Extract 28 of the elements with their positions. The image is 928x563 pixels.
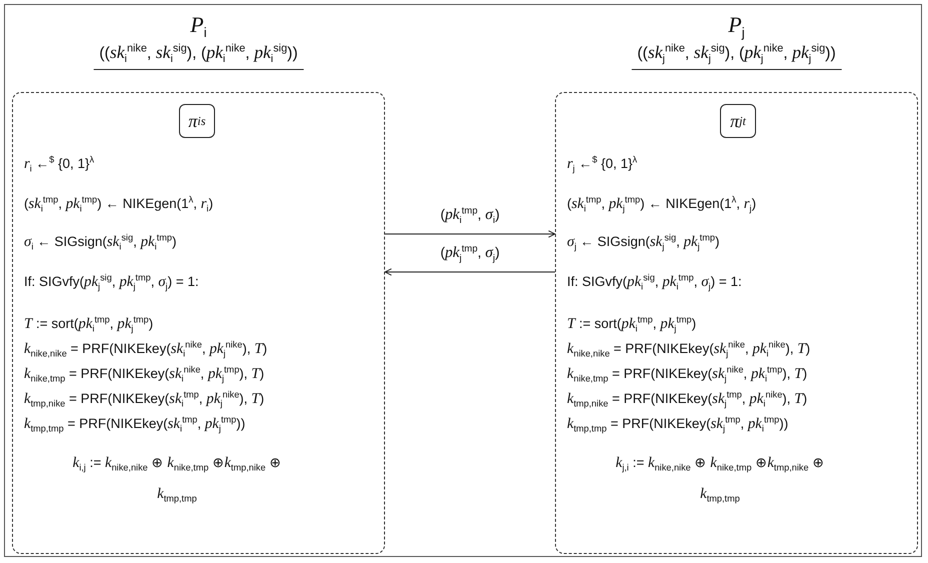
protocol-step: r$_{i}$ ←$^{$}$ {0, 1}$^{λ}$ <box>24 156 94 174</box>
key-tuple: ((sk$_{i}$$^{nike}$, sk$_{i}$$^{sig}$), (pk$_{i}$$^{nike}$, pk$_{i}$$^{sig}$)) <box>93 40 304 70</box>
protocol-step: If: SIGvfy(pk$_{i}$$^{sig}$, pk$_{i}$$^{tmp}$, σ$_{j}$) = 1: <box>567 274 742 292</box>
protocol-step: k$_{nike,tmp}$ = PRF(NIKEkey(sk$_{i}$$^{nike}$, pk$_{j}$$^{tmp}$), T) <box>24 366 264 384</box>
key-tuple: ((sk$_{j}$$^{nike}$, sk$_{j}$$^{sig}$), (pk$_{j}$$^{nike}$, pk$_{j}$$^{sig}$)) <box>631 40 842 70</box>
protocol-step: σ$_{i}$ ← SIGsign(sk$_{i}$$^{sig}$, pk$_{i}$$^{tmp}$) <box>24 234 176 252</box>
protocol-step: (sk$_{i}$$^{tmp}$, pk$_{i}$$^{tmp}$) ← NIKEgen(1$^{λ}$, r$_{i}$) <box>24 196 214 214</box>
key-formula: k$_{j,i}$ := k$_{nike,nike}$ ⊕ k$_{nike,tmp}$ ⊕k$_{tmp,nike}$ ⊕ k$_{tmp,tmp}$ <box>614 454 826 506</box>
protocol-step: σ$_{j}$ ← SIGsign(sk$_{j}$$^{sig}$, pk$_{j}$$^{tmp}$) <box>567 234 720 252</box>
protocol-step: k$_{tmp,nike}$ = PRF(NIKEkey(sk$_{i}$$^{tmp}$, pk$_{j}$$^{nike}$), T) <box>24 391 264 409</box>
protocol-step: k$_{nike,tmp}$ = PRF(NIKEkey(sk$_{j}$$^{nike}$, pk$_{i}$$^{tmp}$), T) <box>567 366 808 384</box>
protocol-step: k$_{tmp,tmp}$ = PRF(NIKEkey(sk$_{j}$$^{tmp}$, pk$_{i}$$^{tmp}$)) <box>567 416 788 434</box>
arrow <box>384 230 556 238</box>
protocol-step: k$_{tmp,nike}$ = PRF(NIKEkey(sk$_{j}$$^{tmp}$, pk$_{i}$$^{nike}$), T) <box>567 391 808 409</box>
protocol-step: k$_{nike,nike}$ = PRF(NIKEkey(sk$_{i}$$^{nike}$, pk$_{j}$$^{nike}$), T) <box>24 341 268 359</box>
key-formula: k$_{i,j}$ := k$_{nike,nike}$ ⊕ k$_{nike,tmp}$ ⊕k$_{tmp,nike}$ ⊕ k$_{tmp,tmp}$ <box>72 454 282 506</box>
protocol-step: k$_{nike,nike}$ = PRF(NIKEkey(sk$_{j}$$^{nike}$, pk$_{i}$$^{nike}$), T) <box>567 341 810 359</box>
protocol-step: k$_{tmp,tmp}$ = PRF(NIKEkey(sk$_{i}$$^{tmp}$, pk$_{j}$$^{tmp}$)) <box>24 416 246 434</box>
party-name: P$_{j}$ <box>728 12 745 38</box>
protocol-step: r$_{j}$ ←$^{$}$ {0, 1}$^{λ}$ <box>567 156 638 174</box>
edge-label: (pk$_{i}$$^{tmp}$, σ$_{i}$) <box>438 206 502 224</box>
edge-label: (pk$_{j}$$^{tmp}$, σ$_{j}$) <box>438 244 502 262</box>
protocol-step: T := sort(pk$_{i}$$^{tmp}$, pk$_{j}$$^{tmp}$) <box>24 316 154 334</box>
protocol-step: T := sort(pk$_{i}$$^{tmp}$, pk$_{j}$$^{tmp}$) <box>567 316 696 334</box>
party-name: P$_{i}$ <box>190 12 207 38</box>
protocol-step: (sk$_{i}$$^{tmp}$, pk$_{j}$$^{tmp}$) ← NIKEgen(1$^{λ}$, r$_{j}$) <box>567 196 756 214</box>
arrow <box>384 268 556 276</box>
protocol-step: If: SIGvfy(pk$_{j}$$^{sig}$, pk$_{j}$$^{tmp}$, σ$_{j}$) = 1: <box>24 274 199 292</box>
